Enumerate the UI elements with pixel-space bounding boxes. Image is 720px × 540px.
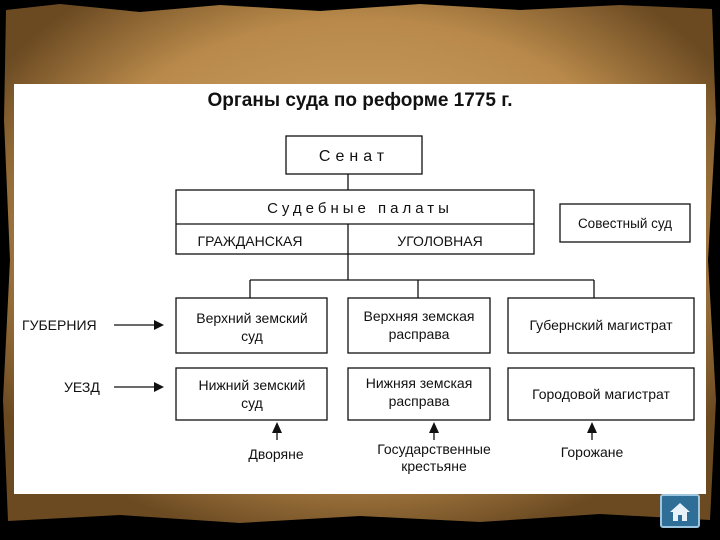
svg-text:расправа: расправа [389,393,450,409]
gubernia-court-2: Верхняя земская расправа [347,297,491,354]
senate-box [285,135,423,175]
estate-state-peasants-line-1: Государственные [377,441,491,457]
uezd-court-2: Нижняя земская расправа [347,367,491,421]
gubernia-court-3-line-1: Губернский магистрат [529,317,673,333]
conscience-court-box [559,203,691,243]
svg-text:Верхняя земская: Верхняя земская [363,308,474,324]
gubernia-court-1-line-1: Верхний земский [196,310,307,326]
criminal-chamber-label: УГОЛОВНАЯ [397,233,482,249]
uezd-arrowhead [154,382,164,392]
uezd-court-1-line-2: суд [241,395,263,411]
gubernia-label: ГУБЕРНИЯ [22,317,97,333]
uezd-court-1: Нижний земский суд [175,367,328,421]
civil-chamber-label: ГРАЖДАНСКАЯ [198,233,303,249]
svg-text:Верхний земский: Верхний земский [196,310,307,326]
conscience-court-label: Совестный суд [578,216,672,231]
svg-text:суд: суд [241,395,263,411]
senate-label: Сенат [319,148,389,165]
home-button[interactable] [660,494,700,528]
gubernia-court-2-line-1: Верхняя земская [363,308,474,324]
uezd-court-3: Городовой магистрат [507,367,695,421]
uezd-court-2-line-2: расправа [389,393,450,409]
svg-text:Дворяне: Дворяне [248,446,303,462]
estate-townspeople: Горожане [561,444,624,460]
gubernia-court-2-line-2: расправа [389,326,450,342]
gubernia-court-3: Губернский магистрат [507,297,695,354]
uezd-court-1-line-1: Нижний земский [199,377,306,393]
estate-arrowhead-1 [272,422,282,433]
home-icon [670,503,690,521]
chambers-box [175,189,535,255]
court-diagram: Органы суда по реформе 1775 г. Сенат Суд… [22,90,695,474]
chambers-label: Судебные палаты [267,200,453,217]
svg-text:крестьяне: крестьяне [401,458,467,474]
svg-text:Нижняя земская: Нижняя земская [366,375,473,391]
estate-nobility: Дворяне [248,446,303,462]
uezd-court-3-line-1: Городовой магистрат [532,386,670,402]
estate-arrowhead-3 [587,422,597,433]
svg-text:Горожане: Горожане [561,444,624,460]
gubernia-arrowhead [154,320,164,330]
svg-text:Нижний земский: Нижний земский [199,377,306,393]
svg-text:расправа: расправа [389,326,450,342]
estate-arrowhead-2 [429,422,439,433]
diagram-title: Органы суда по реформе 1775 г. [207,90,512,111]
gubernia-court-1-line-2: суд [241,328,263,344]
svg-text:суд: суд [241,328,263,344]
uezd-court-2-line-1: Нижняя земская [366,375,473,391]
diagram-sheet: Органы суда по реформе 1775 г. Сенат Суд… [14,84,706,494]
gubernia-court-1: Верхний земский суд [175,297,328,354]
estate-state-peasants-line-2: крестьяне [401,458,467,474]
uezd-label: УЕЗД [64,379,100,395]
svg-text:Губернский магистрат: Губернский магистрат [529,317,673,333]
svg-text:Городовой магистрат: Городовой магистрат [532,386,670,402]
svg-text:Государственные: Государственные [377,441,491,457]
